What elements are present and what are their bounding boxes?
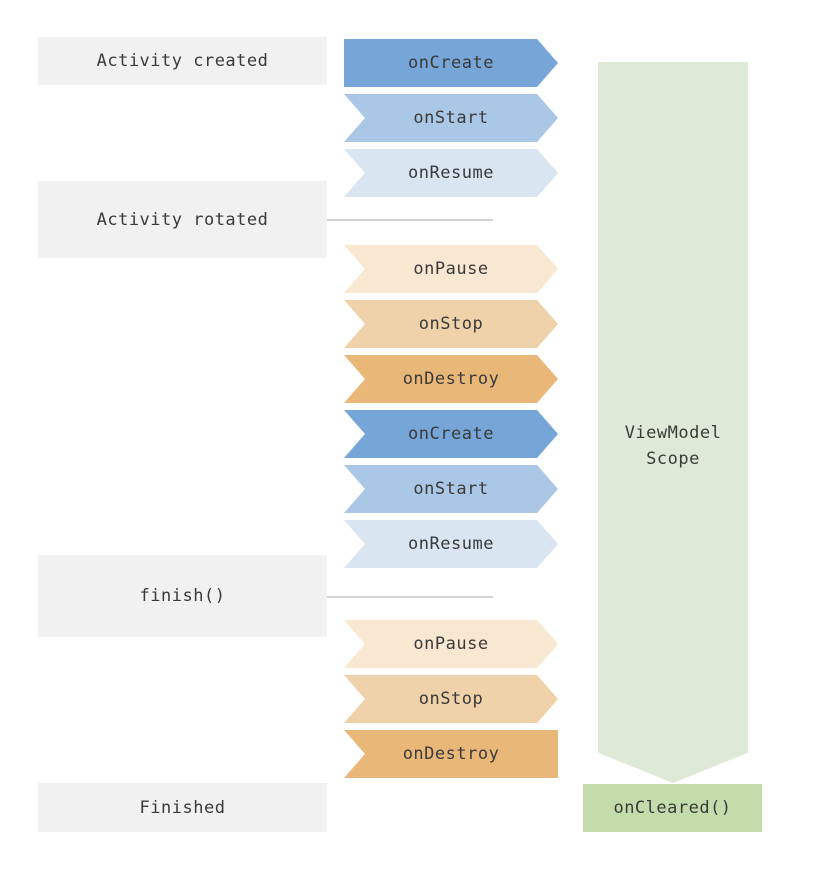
lifecycle-arrow-label: onResume: [408, 534, 494, 554]
stage-label: Activity rotated: [96, 209, 269, 230]
connector-line-finish: [327, 596, 493, 598]
lifecycle-arrow-onpause: onPause: [344, 620, 558, 668]
lifecycle-arrow-onresume: onResume: [344, 520, 558, 568]
stage-label: finish(): [139, 586, 226, 606]
stage-finished: Finished: [38, 783, 327, 832]
lifecycle-arrow-label: onCreate: [408, 424, 494, 444]
lifecycle-arrow-onstart: onStart: [344, 465, 558, 513]
stage-label: Finished: [139, 797, 226, 818]
lifecycle-arrow-label: onStop: [418, 689, 484, 709]
lifecycle-arrow-onresume: onResume: [344, 149, 558, 197]
lifecycle-arrow-onpause: onPause: [344, 245, 558, 293]
lifecycle-group-1: onCreate onStart onResume: [344, 39, 558, 197]
lifecycle-arrow-ondestroy: onDestroy: [344, 355, 558, 403]
stage-activity-rotated: Activity rotated: [38, 181, 327, 258]
stage-activity-created: Activity created: [38, 37, 327, 85]
lifecycle-arrow-label: onStart: [413, 479, 489, 499]
lifecycle-arrow-onstop: onStop: [344, 675, 558, 723]
lifecycle-group-3: onPause onStop onDestroy: [344, 620, 558, 778]
lifecycle-arrow-oncreate: onCreate: [344, 410, 558, 458]
stage-label: Activity created: [96, 51, 269, 71]
viewmodel-scope-arrow: ViewModel Scope: [598, 62, 748, 783]
lifecycle-arrow-label: onDestroy: [402, 369, 500, 389]
connector-line-activity-rotated: [327, 219, 493, 221]
lifecycle-arrow-oncreate: onCreate: [344, 39, 558, 87]
lifecycle-arrow-label: onStart: [413, 108, 489, 128]
lifecycle-arrow-label: onPause: [413, 634, 489, 654]
lifecycle-arrow-ondestroy: onDestroy: [344, 730, 558, 778]
lifecycle-arrow-onstart: onStart: [344, 94, 558, 142]
lifecycle-arrow-column: onCreate onStart onResume onPause onStop onDe…: [344, 39, 558, 778]
oncleared-label: onCleared(): [613, 798, 732, 818]
lifecycle-arrow-label: onPause: [413, 259, 489, 279]
viewmodel-scope-label: ViewModel Scope: [624, 423, 722, 469]
lifecycle-arrow-onstop: onStop: [344, 300, 558, 348]
lifecycle-arrow-label: onStop: [418, 314, 484, 334]
lifecycle-arrow-label: onCreate: [408, 53, 494, 73]
oncleared-box: onCleared(): [583, 784, 762, 832]
lifecycle-arrow-label: onResume: [408, 163, 494, 183]
stage-finish: finish(): [38, 555, 327, 637]
lifecycle-group-2: onPause onStop onDestroy onCreate onStart onR…: [344, 245, 558, 568]
lifecycle-arrow-label: onDestroy: [402, 744, 500, 764]
